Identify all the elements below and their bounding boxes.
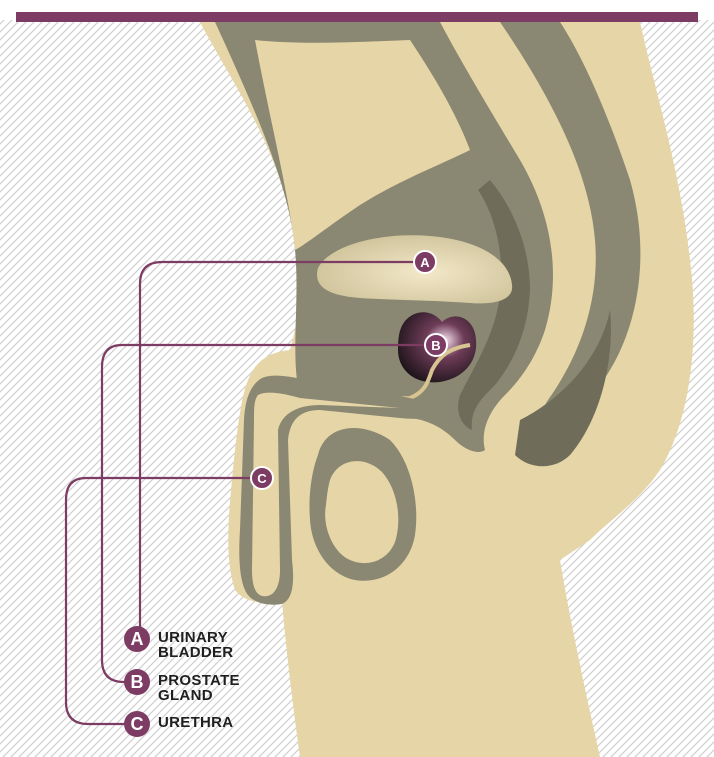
marker-a-letter: A	[420, 255, 430, 270]
marker-a: A	[414, 251, 436, 273]
legend-badge-a: A	[124, 626, 150, 652]
legend-item-c: C URETHRA	[124, 711, 233, 737]
legend-label-urethra: URETHRA	[158, 711, 233, 730]
marker-c-letter: C	[257, 471, 267, 486]
top-bar	[16, 12, 698, 22]
legend-badge-b: B	[124, 669, 150, 695]
marker-b-letter: B	[431, 338, 440, 353]
legend-item-b: B PROSTATE GLAND	[124, 669, 240, 703]
legend-item-a: A URINARY BLADDER	[124, 626, 233, 660]
marker-c: C	[251, 467, 273, 489]
legend-label-prostate-gland: PROSTATE GLAND	[158, 669, 240, 703]
marker-b: B	[425, 334, 447, 356]
legend-label-urinary-bladder: URINARY BLADDER	[158, 626, 233, 660]
legend-badge-c: C	[124, 711, 150, 737]
